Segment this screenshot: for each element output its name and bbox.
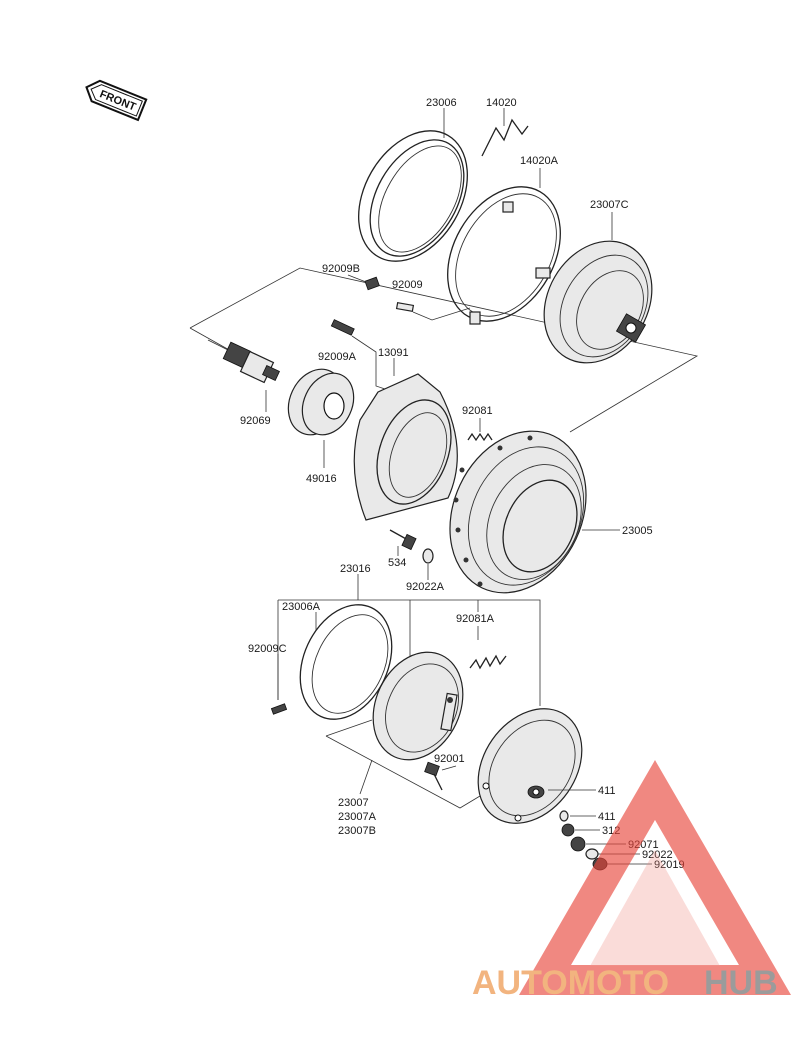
label-23006: 23006 xyxy=(426,97,457,109)
label-92022A: 92022A xyxy=(406,581,445,593)
label-411-bottom: 411 xyxy=(598,811,616,823)
label-49016: 49016 xyxy=(306,473,337,485)
label-23006A: 23006A xyxy=(282,601,321,613)
spring-clip-14020 xyxy=(481,108,529,157)
label-92019: 92019 xyxy=(654,859,685,871)
label-92022: 92022 xyxy=(642,849,673,861)
label-23007C: 23007C xyxy=(590,199,629,211)
watermark-text-hub: HUB xyxy=(704,964,778,1002)
rim-23006 xyxy=(358,108,468,262)
housing-23005 xyxy=(449,430,620,594)
label-92009C: 92009C xyxy=(248,643,287,655)
label-92081A: 92081A xyxy=(456,613,495,625)
watermark-text-automoto: AUTOMOTO xyxy=(472,964,669,1002)
front-arrow-icon: FRONT xyxy=(85,79,148,122)
label-92009: 92009 xyxy=(392,279,423,291)
lens-23007 xyxy=(359,651,464,795)
label-92009B: 92009B xyxy=(322,263,360,275)
spring-92081A xyxy=(469,654,507,670)
socket-92069 xyxy=(207,339,280,412)
lower-guide-lines xyxy=(277,574,541,809)
screw-92009B xyxy=(347,274,380,291)
spring-92081 xyxy=(467,418,493,442)
screw-92009 xyxy=(395,301,471,321)
band-14020A xyxy=(447,168,561,325)
label-534: 534 xyxy=(388,557,406,569)
rear-cover xyxy=(477,708,596,824)
label-23016: 23016 xyxy=(340,563,371,575)
bolt-92001 xyxy=(424,761,457,791)
label-23007B: 23007B xyxy=(338,825,376,837)
label-92081: 92081 xyxy=(462,405,493,417)
label-23005: 23005 xyxy=(622,525,653,537)
label-411-top: 411 xyxy=(598,785,616,797)
screw-534 xyxy=(389,529,417,556)
label-92009A: 92009A xyxy=(318,351,357,363)
label-23007A: 23007A xyxy=(338,811,377,823)
nut-92022A xyxy=(422,548,434,580)
shell-13091 xyxy=(353,358,458,521)
grommet-49016 xyxy=(287,368,355,468)
label-13091: 13091 xyxy=(378,347,409,359)
label-14020A: 14020A xyxy=(520,155,559,167)
label-14020: 14020 xyxy=(486,97,517,109)
label-23007: 23007 xyxy=(338,797,369,809)
sealed-beam-23007C xyxy=(543,212,653,364)
watermark-triangle-icon xyxy=(518,760,792,995)
label-92001: 92001 xyxy=(434,753,465,765)
screw-92009C xyxy=(270,654,288,715)
part-labels: 23006 14020 14020A 23007C 92009B 92009 9… xyxy=(240,97,685,871)
watermark-logo: AUTOMOTO HUB xyxy=(472,760,792,1002)
label-92069: 92069 xyxy=(240,415,271,427)
